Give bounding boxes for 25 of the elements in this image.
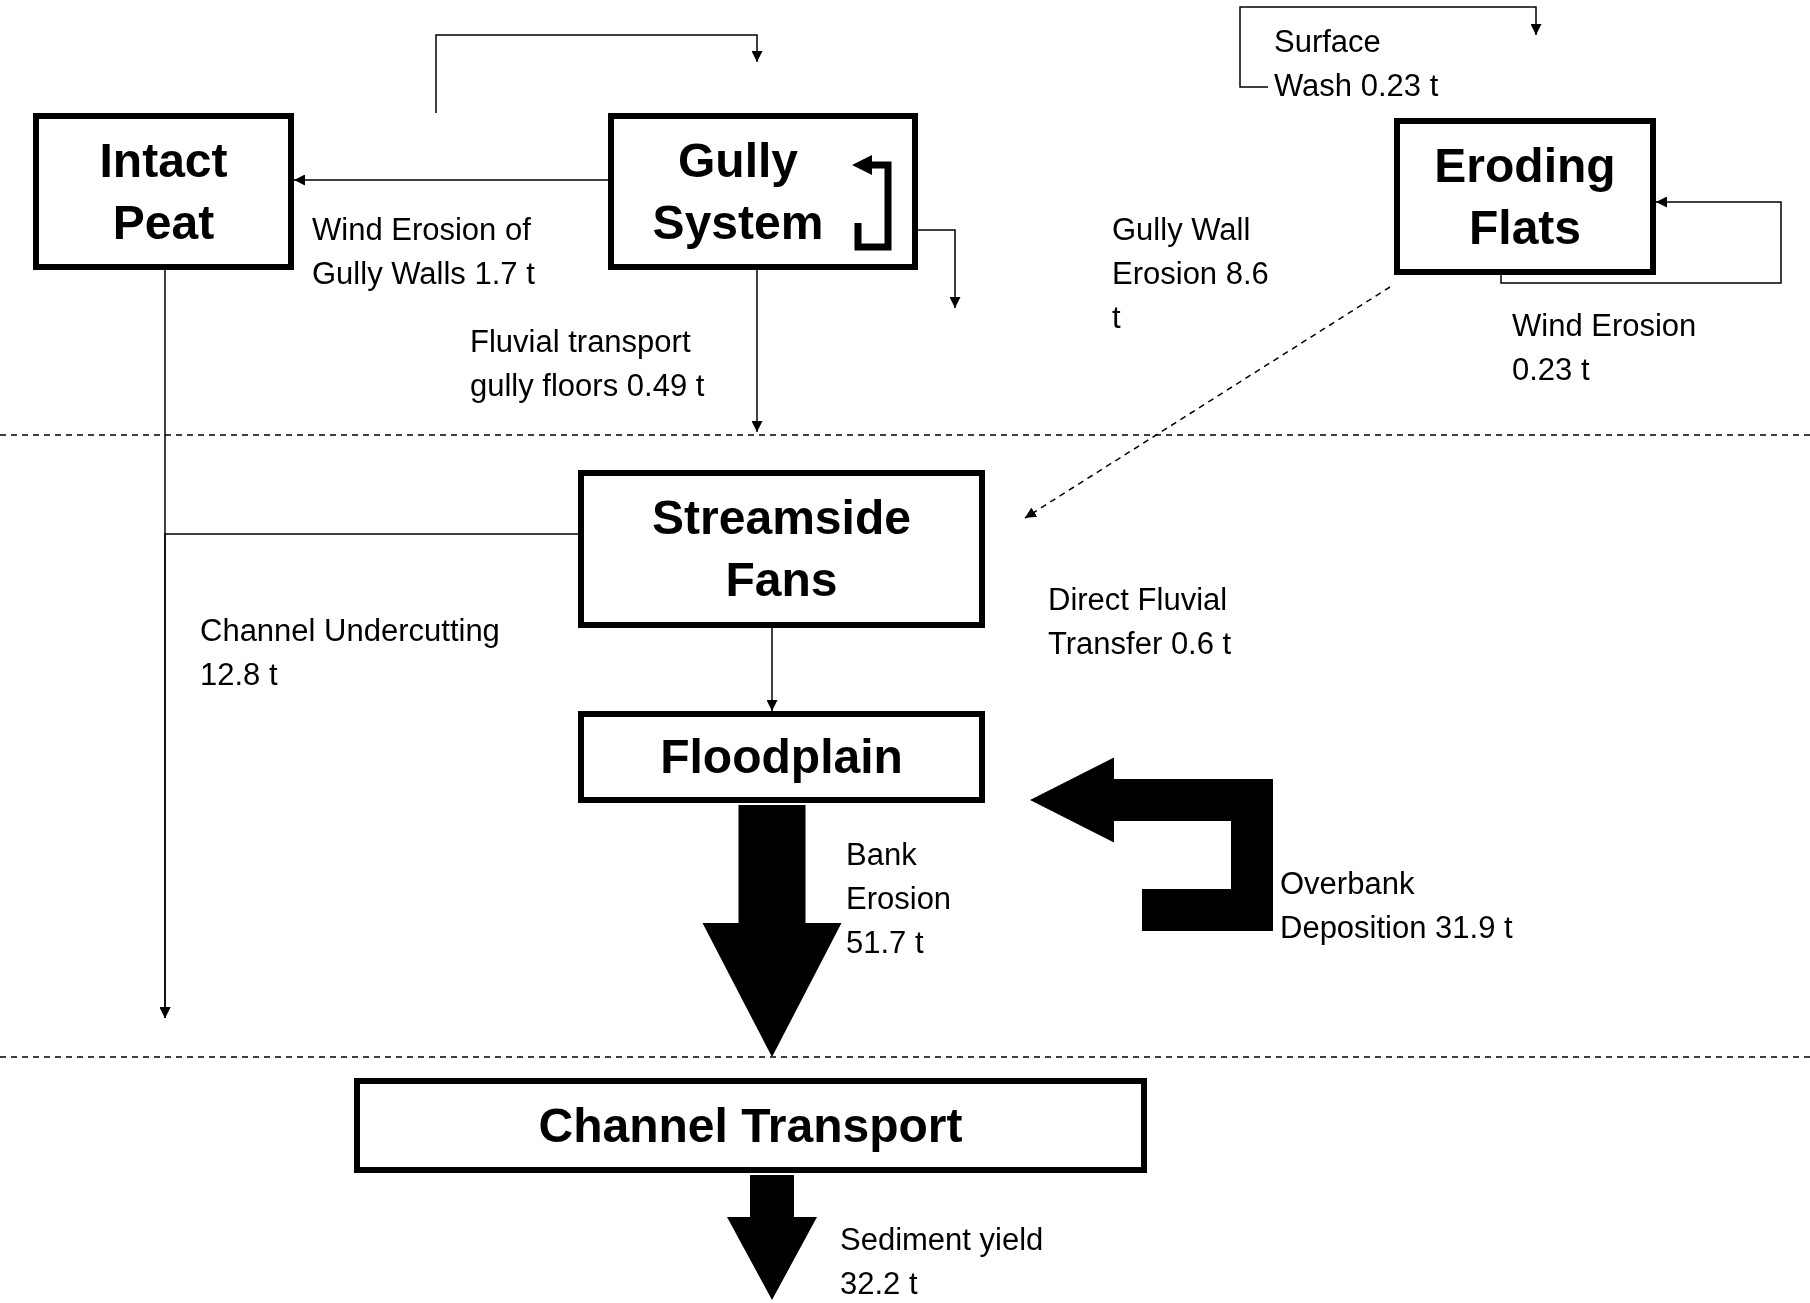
box-title: Gully System <box>651 132 825 251</box>
block-arrow <box>727 1175 817 1300</box>
flow-label: Surface Wash 0.23 t <box>1274 23 1440 105</box>
arrow <box>751 269 763 433</box>
process-box <box>608 113 918 270</box>
arrow <box>917 229 961 309</box>
flow-label: Gully Wall Erosion 8.6 t <box>1112 211 1270 337</box>
process-box <box>33 113 294 270</box>
arrow <box>1500 196 1782 284</box>
process-box <box>354 1078 1147 1173</box>
block-arrow <box>702 805 842 1057</box>
box-title: Intact Peat <box>98 132 229 251</box>
box-title: Channel Transport <box>538 1097 963 1154</box>
process-box <box>578 711 985 803</box>
arrow <box>293 174 609 186</box>
arrow <box>766 627 778 712</box>
arrow <box>159 533 579 1019</box>
process-box <box>1394 118 1656 275</box>
flow-label: Direct Fluvial Transfer 0.6 t <box>1048 581 1233 663</box>
process-box <box>578 470 985 628</box>
dashed-arrow <box>1024 286 1391 519</box>
box-title: Eroding Flats <box>1433 137 1617 256</box>
block-arrow <box>1030 757 1273 931</box>
box-title: Streamside Fans <box>651 490 912 608</box>
box-title: Floodplain <box>660 729 903 785</box>
